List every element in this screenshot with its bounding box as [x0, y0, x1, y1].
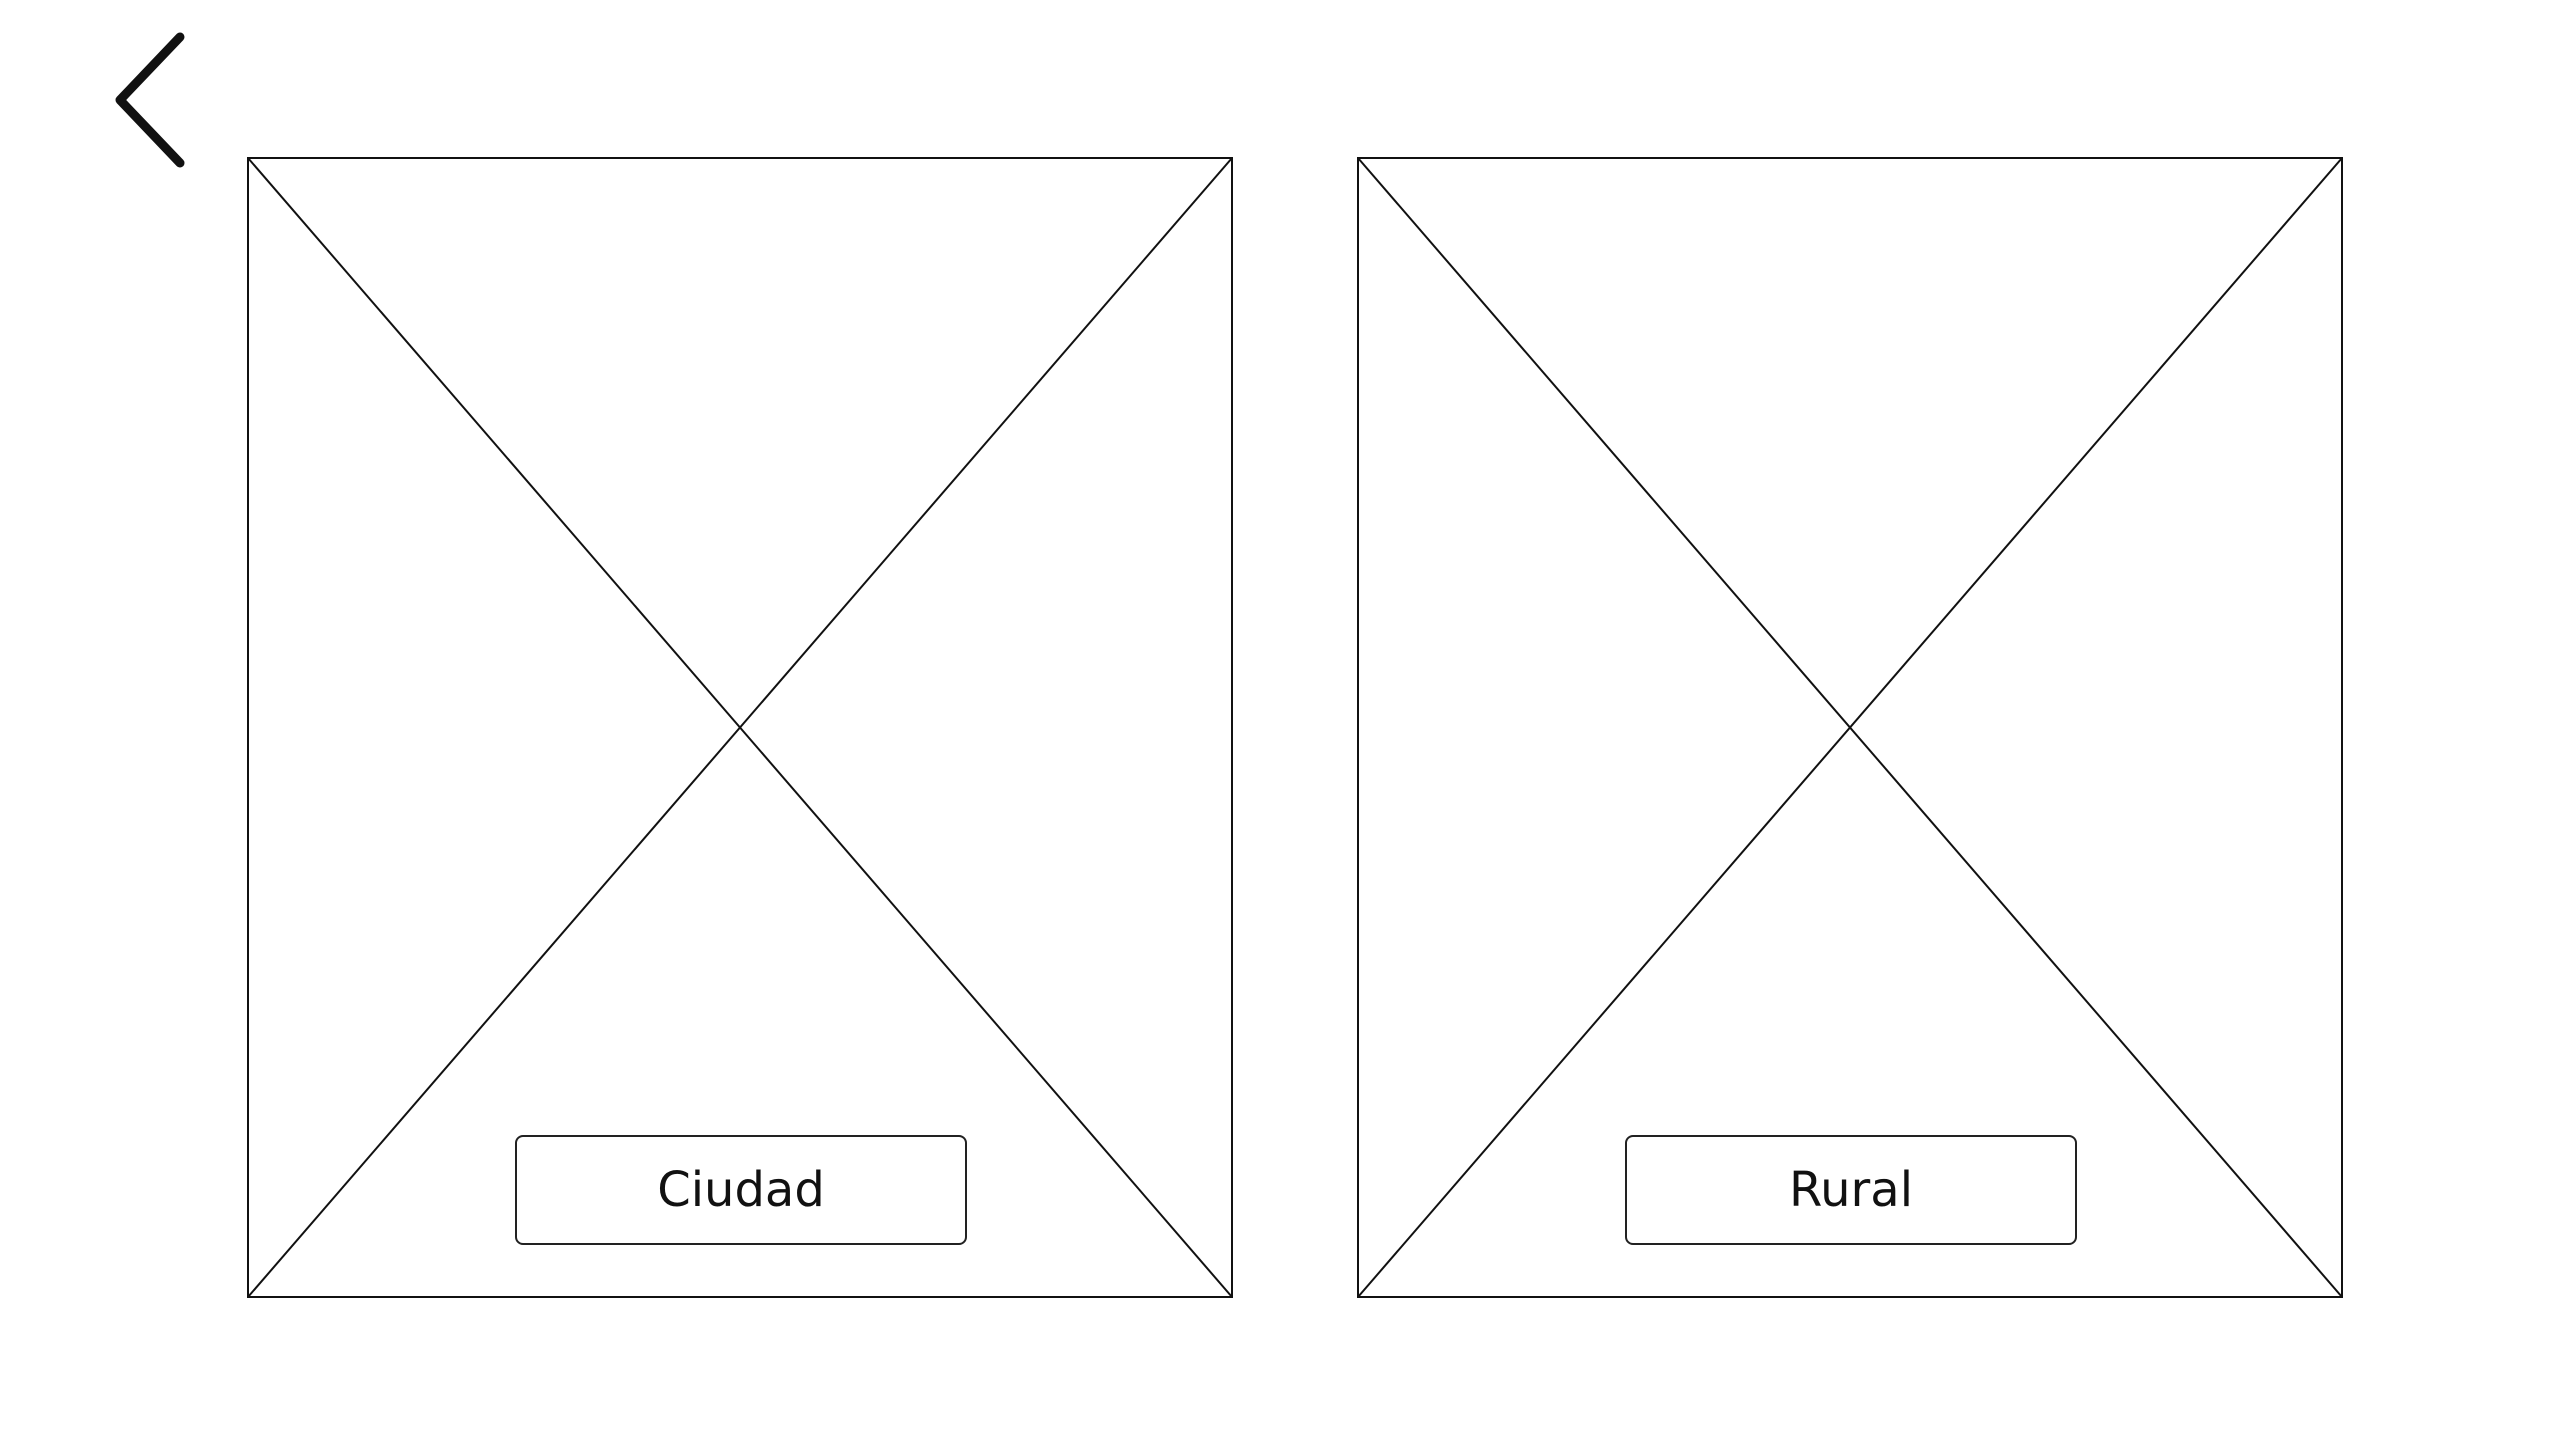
image-placeholder	[247, 157, 1233, 1298]
option-card-ciudad[interactable]: Ciudad	[247, 157, 1233, 1298]
chevron-left-icon	[115, 32, 185, 168]
rural-button[interactable]: Rural	[1625, 1135, 2077, 1245]
back-button[interactable]	[105, 25, 205, 175]
ciudad-button[interactable]: Ciudad	[515, 1135, 967, 1245]
option-card-rural[interactable]: Rural	[1357, 157, 2343, 1298]
image-placeholder	[1357, 157, 2343, 1298]
